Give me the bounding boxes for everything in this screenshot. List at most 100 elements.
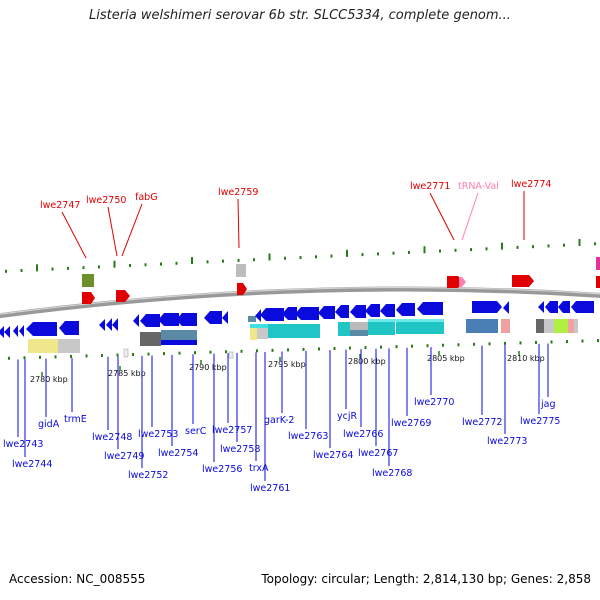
gene-arrow[interactable] xyxy=(282,307,297,320)
bottom-gene-label[interactable]: lwe2770 xyxy=(414,397,454,408)
gene-feature[interactable] xyxy=(596,257,600,270)
gene-arrow[interactable] xyxy=(472,301,502,313)
bottom-gene-label[interactable]: ycjR xyxy=(337,411,357,422)
gene-arrow[interactable] xyxy=(0,326,4,338)
gene-arrow[interactable] xyxy=(19,325,24,337)
gene-feature[interactable] xyxy=(350,322,368,330)
top-gene-label[interactable]: fabG xyxy=(135,192,158,203)
gene-arrow[interactable] xyxy=(222,311,228,324)
gene-feature[interactable] xyxy=(466,319,498,333)
gene-arrow[interactable] xyxy=(295,307,319,320)
gene-arrow[interactable] xyxy=(255,309,261,322)
gene-feature[interactable] xyxy=(501,319,510,333)
bottom-gene-label[interactable]: lwe2769 xyxy=(391,418,431,429)
bottom-gene-label[interactable]: lwe2749 xyxy=(104,451,144,462)
gene-feature[interactable] xyxy=(350,330,368,336)
gene-feature[interactable] xyxy=(58,339,80,353)
gene-arrow[interactable] xyxy=(350,305,366,318)
gene-feature[interactable] xyxy=(544,319,554,333)
bottom-gene-label[interactable]: lwe2753 xyxy=(138,429,178,440)
bottom-gene-label[interactable]: lwe2773 xyxy=(487,436,527,447)
gene-feature[interactable] xyxy=(250,326,257,340)
gene-feature[interactable] xyxy=(228,351,234,359)
top-gene-label[interactable]: lwe2774 xyxy=(511,179,551,190)
gene-arrow[interactable] xyxy=(512,275,534,287)
gene-feature[interactable] xyxy=(248,316,256,322)
gene-arrow[interactable] xyxy=(112,318,118,331)
gene-arrow[interactable] xyxy=(237,283,247,295)
gene-feature[interactable] xyxy=(396,320,444,334)
bottom-gene-label[interactable]: lwe2767 xyxy=(358,448,398,459)
gene-feature[interactable] xyxy=(161,340,197,345)
bottom-gene-label[interactable]: gidA xyxy=(38,419,60,430)
gene-feature[interactable] xyxy=(368,319,444,322)
bottom-gene-label[interactable]: lwe2763 xyxy=(288,431,328,442)
gene-feature[interactable] xyxy=(28,339,58,353)
gene-arrow[interactable] xyxy=(318,306,335,319)
gene-feature[interactable] xyxy=(161,330,197,340)
bottom-gene-label[interactable]: lwe2772 xyxy=(462,417,502,428)
gene-arrow[interactable] xyxy=(116,290,130,302)
gene-feature[interactable] xyxy=(368,321,395,335)
top-gene-label[interactable]: lwe2747 xyxy=(40,200,80,211)
bottom-gene-label[interactable]: lwe2766 xyxy=(343,429,383,440)
bottom-gene-label[interactable]: lwe2756 xyxy=(202,464,242,475)
bottom-gene-label[interactable]: trmE xyxy=(64,414,87,425)
bottom-gene-label[interactable]: serC xyxy=(185,426,207,437)
bottom-gene-label[interactable]: lwe2761 xyxy=(250,483,290,494)
gene-arrow[interactable] xyxy=(396,303,415,316)
bottom-gene-label[interactable]: lwe2752 xyxy=(128,470,168,481)
gene-arrow[interactable] xyxy=(140,314,160,327)
bottom-gene-label[interactable]: lwe2758 xyxy=(220,444,260,455)
bottom-gene-label[interactable]: lwe2744 xyxy=(12,459,52,470)
gene-arrow[interactable] xyxy=(82,292,95,304)
gene-arrow[interactable] xyxy=(503,301,509,314)
bottom-gene-label[interactable]: lwe2757 xyxy=(212,425,252,436)
gene-arrow[interactable] xyxy=(558,301,570,313)
bottom-gene-label[interactable]: lwe2748 xyxy=(92,432,132,443)
gene-feature[interactable] xyxy=(574,319,578,333)
gene-arrow[interactable] xyxy=(4,326,10,338)
gene-arrow[interactable] xyxy=(260,308,284,321)
gene-arrow[interactable] xyxy=(596,276,600,288)
gene-arrow[interactable] xyxy=(106,318,112,331)
gene-arrow[interactable] xyxy=(133,314,139,327)
gene-arrow[interactable] xyxy=(176,313,197,326)
gene-feature[interactable] xyxy=(140,332,161,346)
top-gene-label[interactable]: lwe2750 xyxy=(86,195,126,206)
gene-arrow[interactable] xyxy=(204,311,222,324)
gene-feature[interactable] xyxy=(82,274,94,287)
gene-arrow[interactable] xyxy=(417,302,443,315)
bottom-gene-label[interactable]: garK-2 xyxy=(264,415,294,426)
gene-arrow[interactable] xyxy=(365,304,380,317)
gene-arrow[interactable] xyxy=(13,325,18,337)
gene-arrow[interactable] xyxy=(99,319,105,331)
top-gene-label[interactable]: lwe2771 xyxy=(410,181,450,192)
gene-arrow[interactable] xyxy=(158,313,179,326)
gene-arrow[interactable] xyxy=(26,322,57,336)
bottom-gene-label[interactable]: jag xyxy=(540,399,556,410)
gene-feature[interactable] xyxy=(554,319,568,333)
gene-feature[interactable] xyxy=(536,319,544,333)
bottom-gene-label[interactable]: lwe2768 xyxy=(372,468,412,479)
bottom-gene-label[interactable]: trxA xyxy=(249,463,269,474)
gene-arrow[interactable] xyxy=(545,301,558,313)
bottom-gene-label[interactable]: lwe2754 xyxy=(158,448,198,459)
bottom-gene-label[interactable]: lwe2743 xyxy=(3,439,43,450)
top-gene-label[interactable]: lwe2759 xyxy=(218,187,258,198)
trna-arrow[interactable] xyxy=(459,277,466,287)
gene-feature[interactable] xyxy=(123,348,129,358)
bottom-gene-label[interactable]: lwe2764 xyxy=(313,450,353,461)
gene-arrow[interactable] xyxy=(538,301,544,313)
gene-arrow[interactable] xyxy=(380,304,395,317)
gene-feature[interactable] xyxy=(268,324,320,338)
gene-feature[interactable] xyxy=(236,264,246,277)
bottom-gene-label[interactable]: lwe2775 xyxy=(520,416,560,427)
gene-feature[interactable] xyxy=(257,325,268,339)
gene-arrow[interactable] xyxy=(335,305,349,318)
gene-arrow[interactable] xyxy=(59,321,79,335)
top-gene-label[interactable]: tRNA-Val xyxy=(458,181,499,192)
gene-feature[interactable] xyxy=(568,319,574,333)
gene-feature[interactable] xyxy=(338,322,350,336)
gene-arrow[interactable] xyxy=(571,301,594,313)
